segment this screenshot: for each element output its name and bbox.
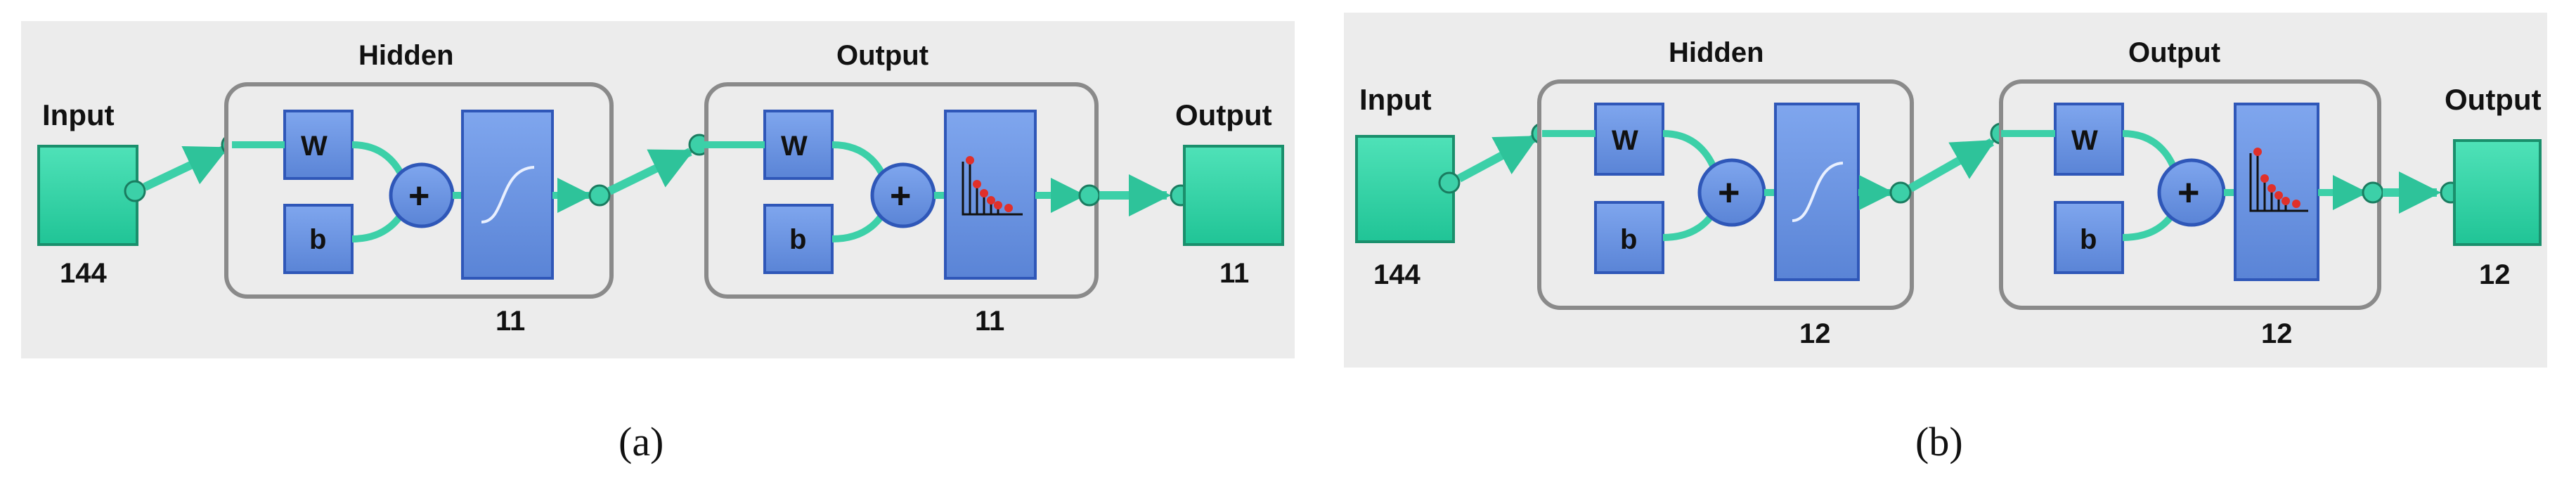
output-weight-box [2054,103,2124,176]
output-size: 11 [1219,258,1249,289]
input-connector [143,145,229,191]
layer-connector [1908,138,1996,193]
output-layer-size: 11 [975,306,1004,337]
connector-node [1078,184,1101,207]
panel-b: Input 144 Hidden W b + 12 Output W b [1344,13,2547,368]
output-box [2453,139,2542,246]
panel-caption-b: (b) [1915,419,1963,465]
sigmoid-icon [1792,162,1844,222]
connector-node [1889,181,1912,204]
hidden-transfer-block [1774,103,1860,281]
output-transfer-block [944,110,1037,280]
panel-background [21,21,1295,358]
input-connector [1457,134,1539,183]
sum-icon: + [2177,171,2200,214]
softmax-icon [2249,148,2308,212]
output-label: Output [2445,83,2542,116]
sum-icon: + [890,176,911,216]
hidden-layer-label: Hidden [1669,37,1764,68]
input-label: Input [1359,83,1432,116]
output-layer-label: Output [2128,37,2220,68]
output-bias-box [763,204,834,274]
sigmoid-icon [481,166,535,223]
softmax-icon [962,156,1023,216]
hidden-layer-label: Hidden [358,40,454,71]
input-size: 144 [60,258,107,289]
hidden-weight-box [1594,103,1664,176]
hidden-bias-box [283,204,354,274]
input-label: Input [42,98,115,131]
hidden-bias-label: b [309,224,326,255]
input-box [1355,135,1455,243]
panel-a: Input 144 Hidden W b + 11 Output [21,21,1295,358]
sum-icon: + [408,176,429,216]
hidden-weight-label: W [1612,125,1638,156]
hidden-transfer-block [461,110,554,280]
output-bias-label: b [789,224,806,255]
input-size: 144 [1373,259,1420,290]
connector-node [1438,171,1461,194]
hidden-layer-size: 11 [496,306,525,337]
output-layer-size: 12 [2261,318,2293,349]
connector-node [124,180,146,202]
hidden-layer-size: 12 [1799,318,1831,349]
output-box [1183,145,1284,246]
hidden-bias-box [1594,201,1664,274]
layer-connector [607,148,694,195]
output-label: Output [1175,98,1272,131]
panel-caption-a: (a) [619,419,664,465]
sum-icon: + [1718,171,1740,214]
output-layer-label: Output [836,40,928,71]
output-size: 12 [2479,259,2511,290]
output-bias-label: b [2080,224,2097,255]
connector-node [2362,181,2384,204]
hidden-weight-label: W [301,131,328,162]
hidden-bias-label: b [1620,224,1637,255]
input-box [37,145,138,246]
output-weight-label: W [781,131,808,162]
connector-node [588,184,611,207]
output-weight-label: W [2071,125,2098,156]
